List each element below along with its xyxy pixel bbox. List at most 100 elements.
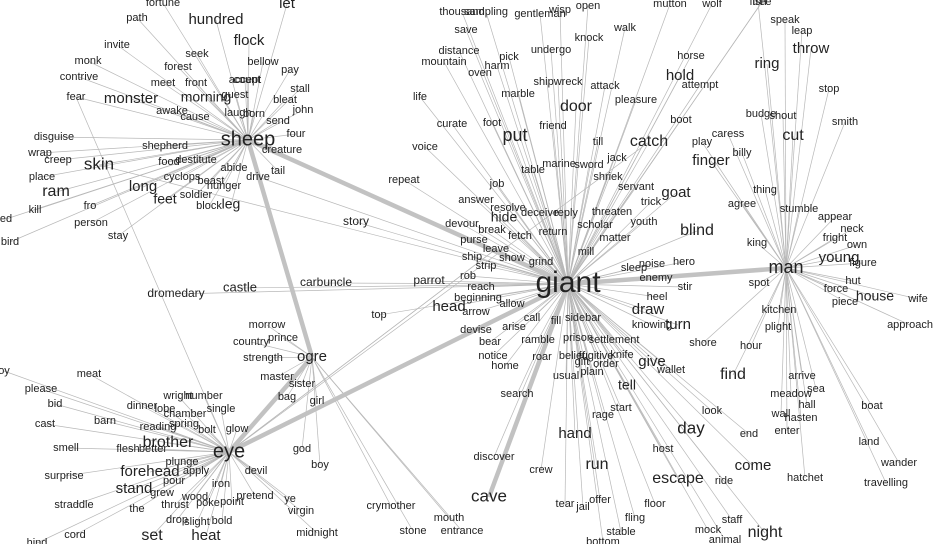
graph-edge (195, 82, 249, 141)
graph-edge (247, 3, 288, 141)
node-label-bolt: bolt (198, 424, 216, 436)
graph-edge (228, 451, 302, 512)
node-label-wolf: wolf (701, 0, 723, 10)
node-label-castle: castle (223, 279, 257, 294)
node-label-ye: ye (284, 493, 296, 505)
node-label-gentleman: gentleman (514, 8, 565, 20)
node-label-fear: fear (67, 91, 86, 103)
node-label-apply: apply (183, 465, 210, 477)
node-label-horse: horse (677, 50, 705, 62)
node-label-point: point (220, 496, 244, 508)
node-label-bellow: bellow (247, 56, 278, 68)
graph-edge (247, 88, 301, 141)
node-label-smell: smell (53, 442, 79, 454)
graph-edge (567, 283, 607, 365)
node-label-own: own (847, 239, 867, 251)
node-label-budge: budge (746, 108, 777, 120)
graph-edge (141, 405, 230, 453)
graph-edge (206, 429, 230, 453)
node-label-chamber: chamber (164, 408, 207, 420)
graph-edge (489, 283, 569, 343)
node-label-reach: reach (467, 281, 495, 293)
node-label-tear: tear (556, 498, 575, 510)
graph-edge (567, 283, 750, 435)
graph-edge (496, 65, 569, 285)
node-label-arise: arise (502, 321, 526, 333)
graph-edge (567, 283, 754, 467)
node-label-reply: reply (554, 207, 578, 219)
node-label-bold: bold (212, 515, 233, 527)
graph-edge (247, 113, 255, 141)
node-label-creature: creature (262, 144, 302, 156)
node-label-cause: cause (180, 111, 209, 123)
node-label-hall: hall (798, 399, 815, 411)
graph-edge (756, 242, 787, 269)
hub-label-sheep: sheep (221, 128, 276, 150)
graph-edge (246, 79, 249, 141)
node-label-knock: knock (575, 32, 604, 44)
node-label-give: give (638, 353, 666, 370)
graph-edge (355, 221, 569, 285)
node-label-harm: harm (484, 60, 509, 72)
graph-edge (311, 356, 463, 532)
node-label-four: four (287, 128, 306, 140)
graph-edge (492, 283, 569, 357)
node-label-start: start (610, 402, 631, 414)
node-label-jack: jack (606, 152, 627, 164)
node-label-girl: girl (310, 395, 325, 407)
node-label-sword: sword (574, 159, 603, 171)
graph-edge (785, 267, 919, 300)
node-label-fright: fright (823, 232, 847, 244)
node-label-offer: offer (589, 494, 611, 506)
node-label-threaten: threaten (592, 206, 632, 218)
graph-edge (228, 248, 497, 453)
graph-edge (557, 81, 569, 285)
node-label-stay: stay (108, 230, 129, 242)
node-label-escape: escape (652, 470, 704, 487)
node-label-hunger: hunger (207, 180, 242, 192)
node-label-animal: animal (709, 534, 741, 544)
node-label-door: door (560, 98, 593, 115)
graph-edge (785, 267, 792, 395)
hub-label-giant: giant (535, 266, 601, 299)
node-label-place: place (29, 171, 55, 183)
graph-edge (245, 139, 315, 358)
graph-edge (130, 98, 249, 141)
node-label-return: return (539, 226, 568, 238)
node-label-rage: rage (592, 409, 614, 421)
node-label-meet: meet (151, 77, 175, 89)
node-label-forest: forest (164, 61, 192, 73)
graph-edge (87, 60, 249, 141)
graph-edge (116, 44, 249, 141)
graph-edge (73, 451, 230, 506)
node-label-bird: bird (1, 236, 19, 248)
graph-edge (228, 451, 291, 500)
node-label-pleasure: pleasure (615, 94, 657, 106)
node-label-wood: wood (181, 491, 208, 503)
node-label-wander: wander (880, 457, 917, 469)
node-label-gift: gift (575, 356, 590, 368)
node-label-shout: shout (770, 110, 797, 122)
node-label-pick: pick (499, 51, 519, 63)
node-label-fro: fro (84, 200, 97, 212)
graph-edge (311, 356, 392, 507)
graph-edge (55, 139, 249, 193)
graph-edge (266, 324, 313, 358)
node-label-host: host (653, 443, 674, 455)
node-label-sampling: sampling (464, 6, 508, 18)
graph-edge (247, 40, 250, 141)
node-label-leap: leap (792, 25, 813, 37)
node-label-stable: stable (606, 526, 635, 538)
node-label-arrow: arrow (462, 306, 490, 318)
node-label-jail: jail (575, 501, 589, 513)
node-label-cut: cut (782, 127, 804, 144)
node-label-hatchet: hatchet (787, 472, 823, 484)
node-label-plain: plain (580, 366, 603, 378)
node-label-count: count (234, 74, 261, 86)
node-label-barn: barn (94, 415, 116, 427)
graph-edge (208, 139, 249, 207)
node-label-ride: ride (715, 475, 733, 487)
node-label-order: order (593, 358, 619, 370)
graph-edge (567, 75, 681, 285)
